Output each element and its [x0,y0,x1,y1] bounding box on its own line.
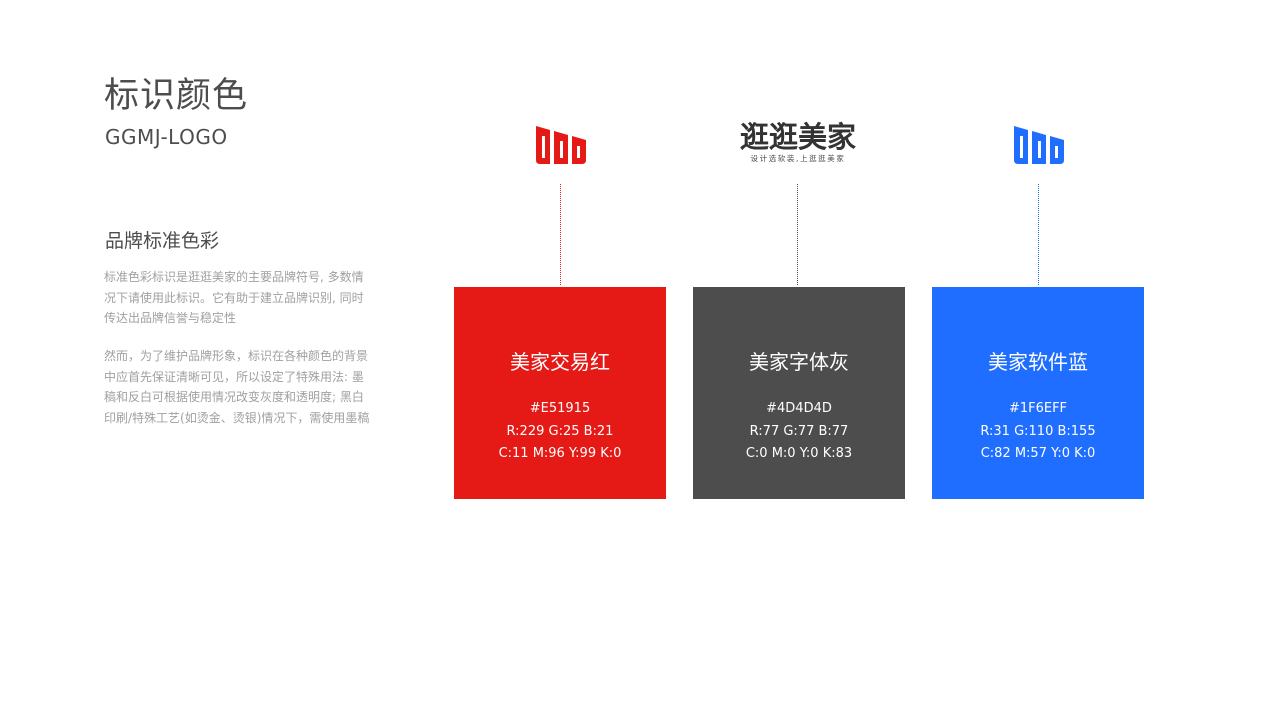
swatch-rgb: R:229 G:25 B:21 [506,424,614,439]
description-paragraph-2: 然而，为了维护品牌形象，标识在各种颜色的背景中应首先保证清晰可见，所以设定了特殊… [104,349,370,425]
wordmark-text: 逛逛美家 [739,120,856,154]
swatch-hex: #1F6EFF [1008,401,1068,416]
page-subtitle: GGMJ-LOGO [105,125,228,149]
color-swatch-gray: 美家字体灰 #4D4D4D R:77 G:77 B:77 C:0 M:0 Y:0… [693,287,905,499]
ggmj-logo-icon-blue [1014,126,1064,164]
swatch-name: 美家软件蓝 [988,350,1088,374]
swatch-hex: #E51915 [529,401,591,416]
connector-line-red [560,184,561,285]
ggmj-logo-icon-red [536,126,586,164]
color-swatch-red: 美家交易红 #E51915 R:229 G:25 B:21 C:11 M:96 … [454,287,666,499]
page-title: 标识颜色 [104,76,249,116]
swatch-rgb: R:77 G:77 B:77 [749,424,849,439]
description-paragraph-1: 标准色彩标识是逛逛美家的主要品牌符号, 多数情况下请使用此标识。它有助于建立品牌… [104,270,364,325]
section-heading: 品牌标准色彩 [105,230,220,252]
swatch-rgb: R:31 G:110 B:155 [980,424,1096,439]
connector-line-blue [1038,184,1039,285]
wordmark-tagline: 设计选软装,上逛逛美家 [750,154,846,163]
connector-line-gray [797,184,798,285]
swatch-name: 美家字体灰 [749,350,849,374]
swatch-cmyk: C:0 M:0 Y:0 K:83 [745,446,853,461]
color-swatch-blue: 美家软件蓝 #1F6EFF R:31 G:110 B:155 C:82 M:57… [932,287,1144,499]
swatch-name: 美家交易红 [510,350,610,374]
swatch-cmyk: C:82 M:57 Y:0 K:0 [980,446,1096,461]
swatch-cmyk: C:11 M:96 Y:99 K:0 [498,446,622,461]
wordmark-logo: 逛逛美家 设计选软装,上逛逛美家 [736,120,860,163]
swatch-hex: #4D4D4D [766,401,832,416]
